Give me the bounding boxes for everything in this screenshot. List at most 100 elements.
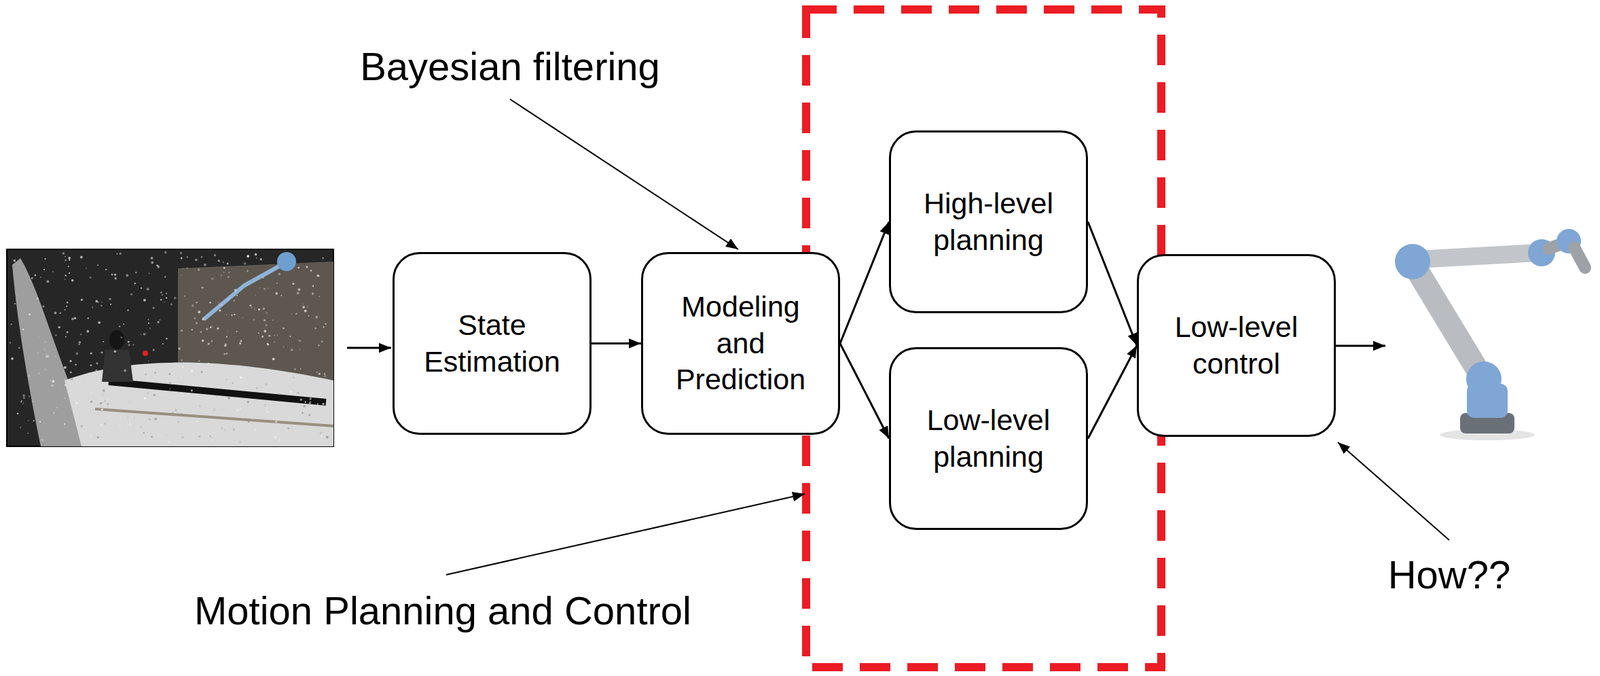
cloud-point [246,270,249,273]
cloud-point [89,364,92,367]
cloud-point [22,328,25,331]
cloud-point [150,256,154,260]
cloud-point [129,423,132,426]
cloud-point [54,355,56,357]
cloud-point [197,310,201,314]
cloud-point [148,418,151,422]
cloud-point [19,427,22,429]
cloud-point [227,275,230,278]
cloud-point [311,292,314,295]
cloud-point [16,294,20,297]
cloud-point [143,298,147,302]
cloud-point [289,390,293,393]
cloud-point [102,389,106,392]
cloud-point [127,340,130,343]
cloud-point [46,279,50,283]
cloud-point [43,268,45,271]
cloud-point [323,372,326,375]
cloud-point [140,287,143,290]
cloud-point [76,431,79,434]
cloud-point [161,294,163,296]
cloud-point [179,251,183,255]
cloud-point [292,376,295,379]
cloud-point [158,364,161,367]
cloud-point [273,334,276,337]
cloud-point [234,288,238,292]
cloud-point [80,333,82,335]
cloud-point [226,336,228,338]
cloud-point [101,301,103,303]
cloud-point [211,325,213,328]
cloud-point [99,402,102,405]
cloud-point [75,352,79,356]
cloud-point [321,340,324,343]
cloud-point [118,325,121,327]
cloud-point [194,258,198,262]
cloud-point [129,401,132,404]
cloud-point [165,296,168,299]
flow-arrow [591,342,642,345]
cloud-point [292,282,295,285]
cloud-point [207,362,210,366]
cloud-point [295,313,298,316]
cloud-point [102,340,104,343]
cloud-point [253,428,257,431]
cloud-point [323,374,326,377]
cloud-point [237,316,240,318]
cloud-point [220,427,223,430]
cloud-point [44,368,47,371]
cloud-point [264,383,268,386]
cloud-point [174,408,178,412]
cloud-point [144,333,147,335]
cloud-point [27,432,29,434]
cloud-point [186,267,189,270]
cloud-point [223,353,226,356]
cloud-point [184,295,186,297]
cloud-point [91,306,94,308]
cloud-point [23,397,25,399]
cloud-point [256,257,258,259]
cloud-point [116,253,118,255]
cloud-point [181,359,183,361]
cloud-point [315,315,318,319]
cloud-point [325,435,329,439]
cloud-point [228,271,230,274]
cloud-point [179,376,182,378]
cloud-point [201,317,205,321]
cloud-point [268,334,271,337]
cloud-point [181,435,185,439]
cloud-point [134,378,136,381]
cloud-point [328,406,331,409]
cloud-point [321,402,324,405]
cloud-point [133,416,136,419]
cloud-point [294,368,296,370]
cloud-point [186,256,189,258]
cloud-point [50,384,53,387]
cloud-point [236,294,238,297]
cloud-point [190,389,193,392]
cloud-point [152,348,155,351]
cloud-point [64,259,67,262]
cloud-point [9,341,12,344]
cloud-point [58,325,61,329]
cloud-point [56,406,58,409]
cloud-point [317,402,320,405]
cloud-point [282,345,284,348]
cloud-point [68,259,70,261]
cloud-point [160,291,163,294]
cloud-point [74,363,77,366]
cloud-point [127,343,130,346]
cloud-point [205,385,208,387]
cloud-point [180,412,183,415]
cloud-point [275,292,278,295]
cloud-point [312,285,315,288]
cloud-point [173,296,177,300]
cloud-point [63,366,67,369]
cloud-point [308,402,312,405]
cloud-point [89,276,92,279]
cloud-point [164,275,167,278]
cloud-point [110,273,113,276]
cloud-point [28,313,31,316]
cloud-point [231,413,233,415]
cloud-point [27,374,30,377]
